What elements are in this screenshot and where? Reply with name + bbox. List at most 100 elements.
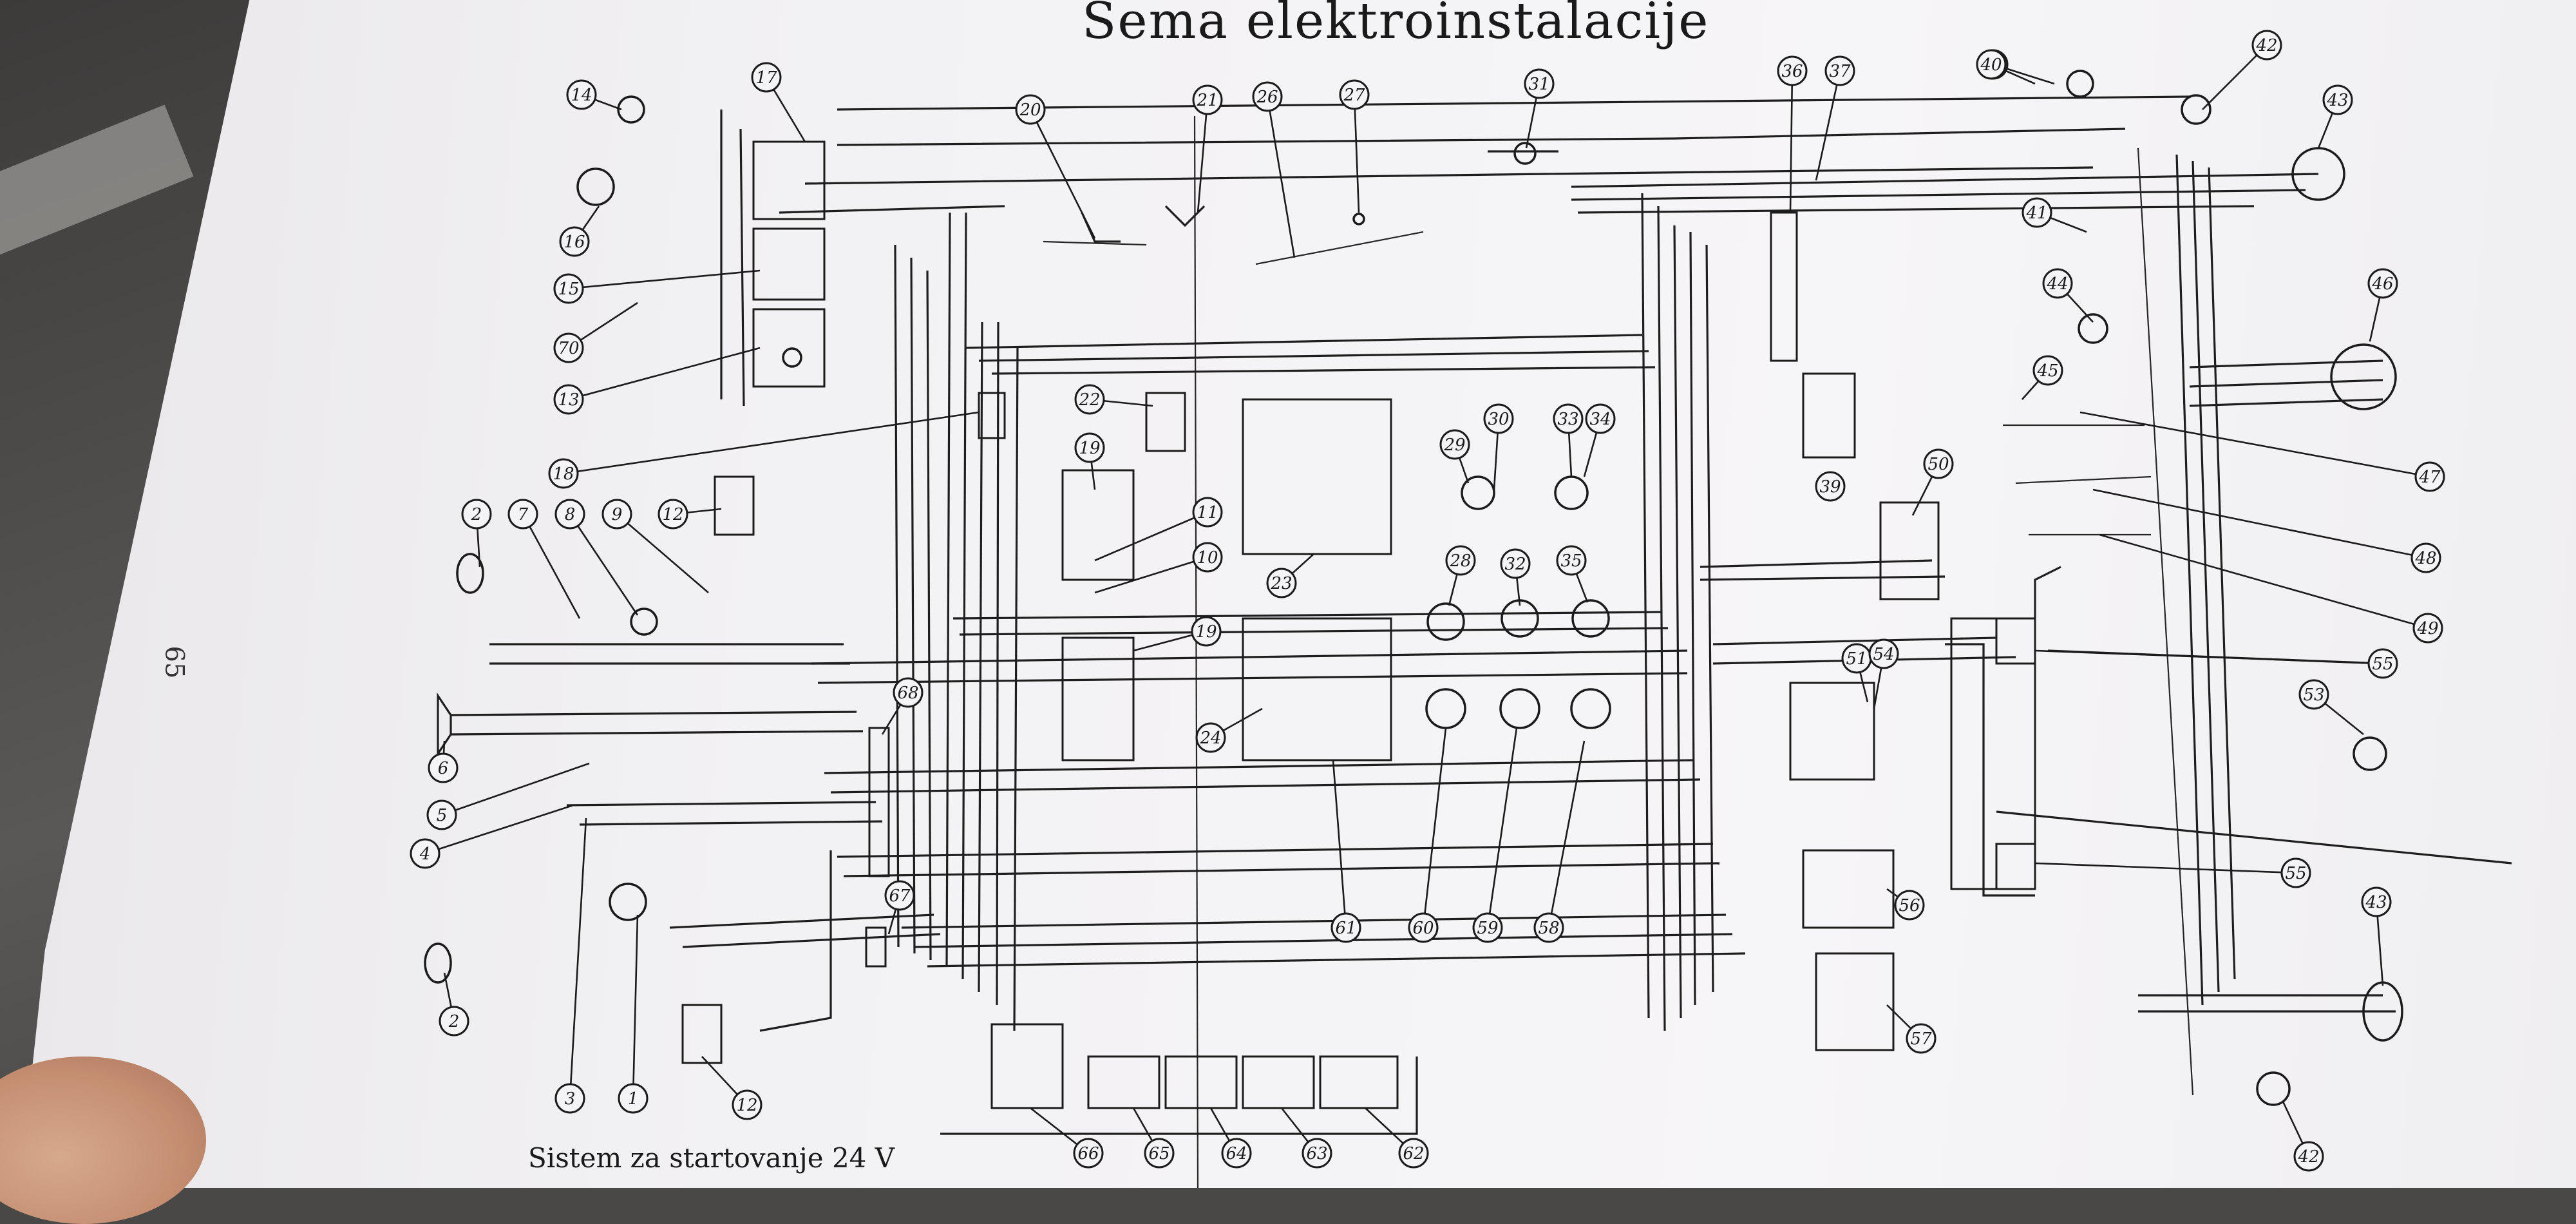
callout-circle <box>1339 79 1370 110</box>
callout-circle <box>1144 1138 1175 1169</box>
figure-caption: Sistem za startovanje 24 V <box>528 1142 895 1174</box>
callout-number: 61 <box>1335 919 1356 938</box>
callout-number: 42 <box>2297 1147 2319 1167</box>
callout-circle <box>426 799 457 830</box>
callout-number: 47 <box>2418 468 2441 487</box>
callout-marker: 12 <box>701 1056 762 1120</box>
callout-leader-line <box>2099 533 2429 629</box>
callout-number: 21 <box>1196 91 1218 110</box>
callout-circle <box>2412 613 2443 644</box>
callout-number: 68 <box>897 684 918 703</box>
callout-circle <box>2251 30 2282 61</box>
callout-marker: 28 <box>1445 545 1476 606</box>
callout-number: 37 <box>1829 62 1851 81</box>
callout-circle <box>439 1006 469 1037</box>
callout-circle <box>618 1083 649 1114</box>
callout-marker: 48 <box>2092 488 2441 573</box>
callout-marker: 10 <box>1094 542 1223 594</box>
callout-leader-line <box>2034 862 2297 874</box>
callout-leader-line <box>1029 109 1096 239</box>
callout-number: 70 <box>558 339 579 358</box>
callout-circle <box>1439 429 1470 460</box>
callout-marker: 40 <box>1976 49 2036 85</box>
callout-circle <box>1252 81 1283 112</box>
callout-number: 26 <box>1256 88 1278 107</box>
callout-marker: 15 <box>553 269 761 304</box>
callout-circle <box>2293 1141 2324 1172</box>
callout-marker: 2 <box>439 972 469 1037</box>
callout-circle <box>2414 461 2445 492</box>
callout-marker: 1 <box>618 914 649 1114</box>
callout-circle <box>2367 268 2398 299</box>
wiring-harness <box>450 95 2512 1188</box>
callout-marker: 58 <box>1533 740 1586 943</box>
callout-marker: 53 <box>2298 679 2364 736</box>
callout-circle <box>2361 886 2392 917</box>
callout-leader-line <box>1486 727 1518 928</box>
callout-marker: 19 <box>1074 432 1105 490</box>
callout-marker: 3 <box>554 818 587 1114</box>
callout-circle <box>1556 545 1587 576</box>
callout-marker: 32 <box>1500 548 1531 606</box>
callout-circle <box>1824 55 1855 86</box>
callout-marker: 56 <box>1886 888 1925 921</box>
callout-number: 54 <box>1873 645 1894 664</box>
callout-number: 36 <box>1781 62 1803 81</box>
callout-number: 2 <box>448 1012 460 1031</box>
callout-marker: 44 <box>2042 268 2094 323</box>
callout-marker: 34 <box>1583 403 1616 477</box>
callout-marker: 19 <box>1133 616 1222 652</box>
callout-leader-line <box>1266 96 1296 258</box>
callout-marker: 2 <box>461 499 492 568</box>
callout-number: 16 <box>564 233 585 252</box>
callout-marker: 60 <box>1408 727 1447 943</box>
callout-number: 4 <box>419 845 431 864</box>
callout-circle <box>658 499 688 530</box>
callout-leader-line <box>1422 727 1447 928</box>
callout-leader-line <box>568 269 761 290</box>
callout-circle <box>1894 890 1925 921</box>
callout-circle <box>1221 1138 1252 1169</box>
callout-number: 48 <box>2414 549 2436 568</box>
callout-leader-line <box>1197 99 1209 213</box>
callout-number: 5 <box>437 806 448 825</box>
callout-circle <box>1074 384 1105 415</box>
callout-circle <box>554 1083 585 1114</box>
callout-leader-line <box>2079 411 2430 478</box>
callout-circle <box>2410 542 2441 573</box>
callout-circle <box>2042 268 2073 299</box>
callout-number: 9 <box>612 505 623 524</box>
callout-leader-line <box>563 411 980 475</box>
callout-circle <box>1815 471 1846 502</box>
callout-circle <box>1192 497 1223 528</box>
callout-marker: 63 <box>1280 1107 1332 1169</box>
callout-circle <box>893 677 923 708</box>
callout-marker: 65 <box>1132 1107 1175 1169</box>
callout-number: 34 <box>1589 410 1611 429</box>
callout-number: 18 <box>553 464 574 484</box>
callout-number: 12 <box>662 505 683 524</box>
callout-marker: 22 <box>1074 384 1153 415</box>
schematic-blocks <box>681 140 2036 1109</box>
callout-marker: 68 <box>881 677 923 735</box>
callout-leader-line <box>1094 556 1208 594</box>
callout-number: 55 <box>2372 655 2393 674</box>
callout-circle <box>1533 912 1564 943</box>
callout-marker: 64 <box>1209 1107 1252 1169</box>
callout-circle <box>554 499 585 530</box>
callout-marker: 9 <box>601 499 709 593</box>
callout-number: 64 <box>1226 1144 1247 1163</box>
callout-marker: 29 <box>1439 429 1470 484</box>
callout-number: 45 <box>2036 361 2058 381</box>
paper-sheet <box>19 0 2576 1188</box>
callout-number: 19 <box>1195 622 1217 642</box>
callout-number: 66 <box>1077 1144 1099 1163</box>
callout-marker: 55 <box>2034 857 2311 888</box>
callout-circle <box>2022 197 2052 228</box>
callout-circle <box>1483 403 1514 434</box>
callout-marker: 59 <box>1472 727 1518 943</box>
callout-number: 50 <box>1927 455 1949 474</box>
callout-number: 41 <box>2025 204 2047 223</box>
callout-number: 28 <box>1449 551 1471 571</box>
